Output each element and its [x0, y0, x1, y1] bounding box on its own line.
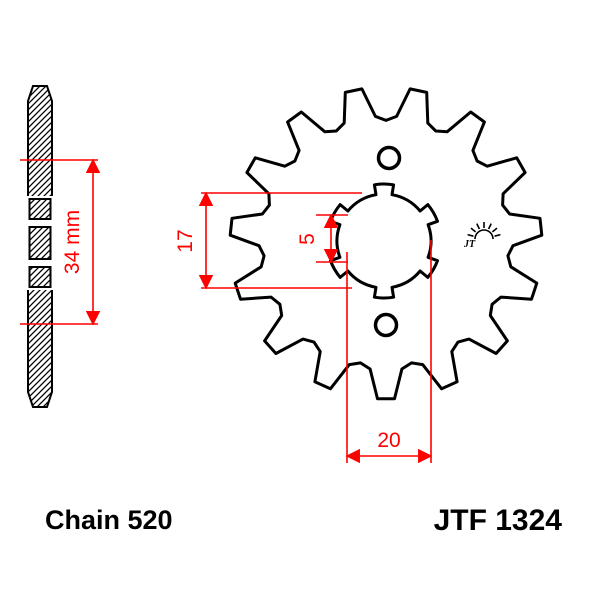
dim-20-label: 20 — [377, 429, 400, 452]
dim-17-label: 17 — [174, 229, 197, 252]
side-view — [26, 86, 54, 407]
hub-block — [30, 199, 51, 219]
dim-34-label: 34 mm — [61, 210, 84, 274]
hub-block — [30, 227, 51, 259]
front-view: JT — [230, 89, 542, 399]
logo-text: JT — [463, 239, 476, 250]
dim-5-label: 5 — [296, 233, 319, 245]
chain-label: Chain 520 — [45, 505, 173, 535]
hub-block — [30, 267, 51, 287]
part-number-label: JTF 1324 — [434, 504, 563, 537]
